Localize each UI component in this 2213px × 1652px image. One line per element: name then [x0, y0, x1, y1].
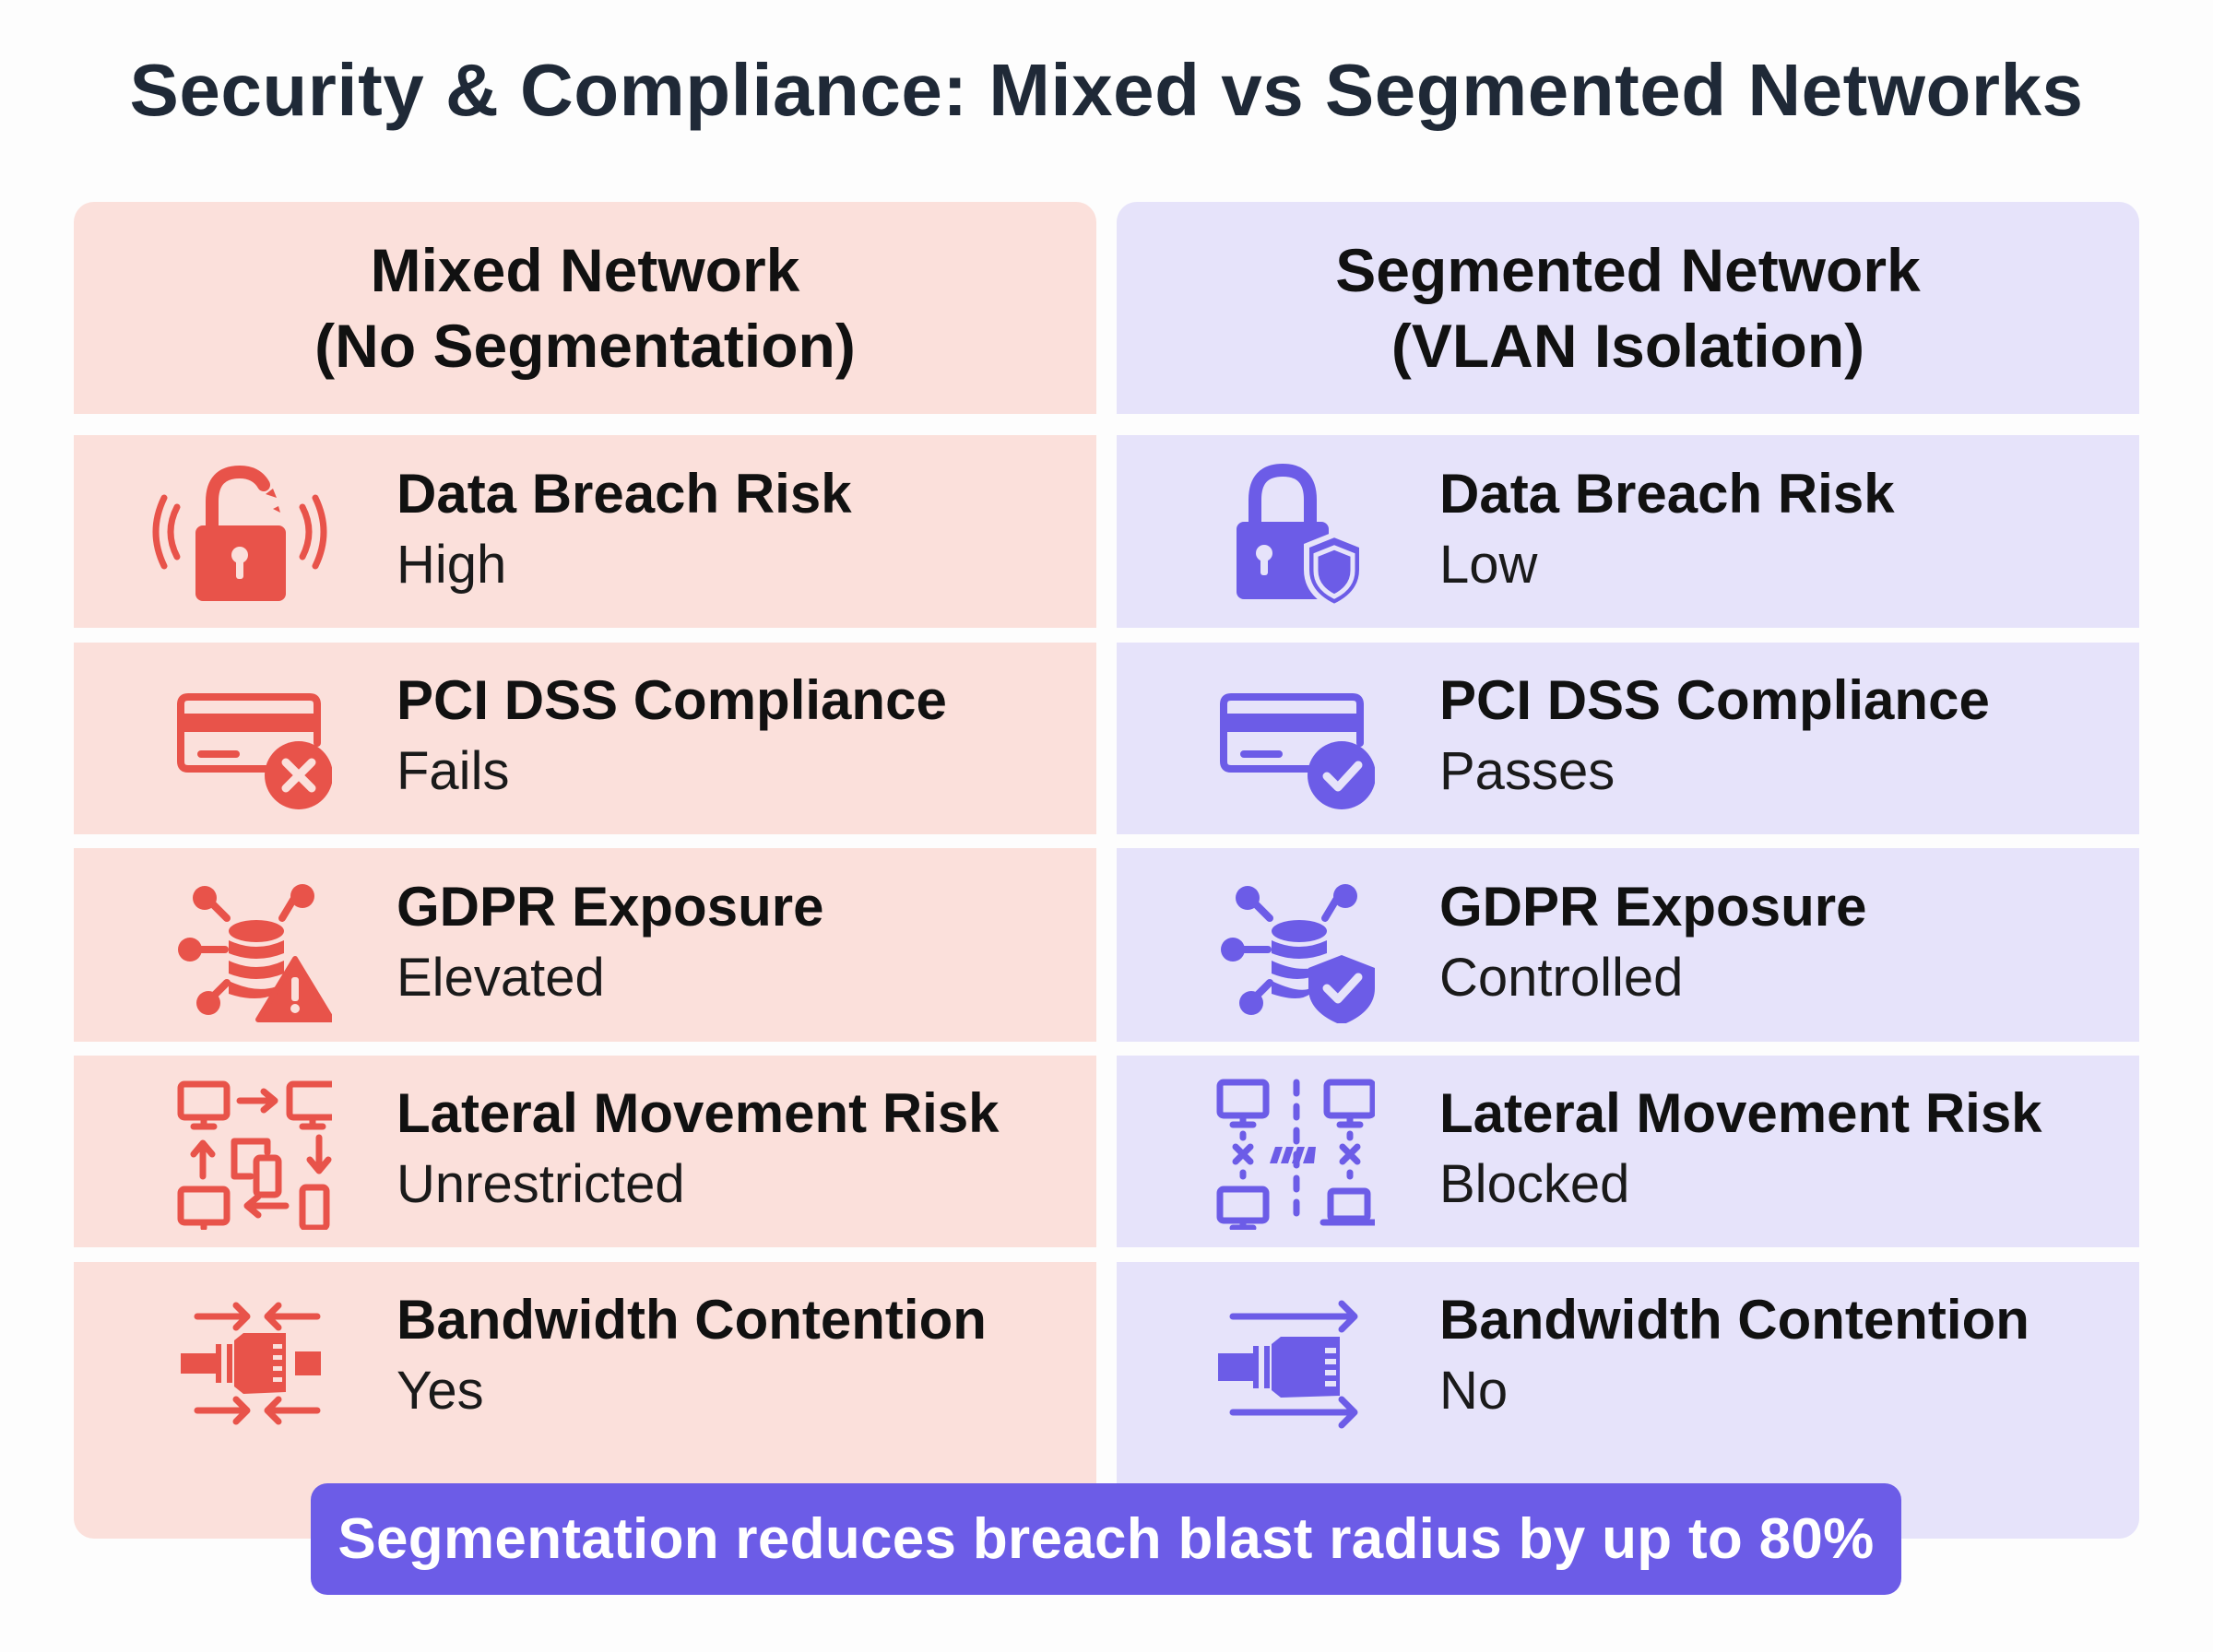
summary-banner: Segmentation reduces breach blast radius…	[311, 1483, 1901, 1595]
row-value: Passes	[1439, 740, 1615, 801]
row-label: Bandwidth Contention	[396, 1288, 987, 1351]
row-value: High	[396, 534, 507, 595]
devices-circular-arrows-icon	[148, 1073, 339, 1232]
row-value: No	[1439, 1360, 1509, 1421]
mixed-network-header: Mixed Network (No Segmentation)	[74, 202, 1096, 414]
summary-banner-text: Segmentation reduces breach blast radius…	[337, 1507, 1875, 1571]
segmented-network-header: Segmented Network (VLAN Isolation)	[1117, 202, 2139, 414]
row-value: Fails	[396, 740, 510, 801]
header-title: Mixed Network	[370, 236, 800, 304]
row-label: Lateral Movement Risk	[396, 1081, 1000, 1144]
ethernet-parallel-arrows-icon	[1190, 1280, 1375, 1436]
database-warning-icon	[148, 867, 335, 1023]
header-subtitle: (VLAN Isolation)	[1391, 312, 1865, 380]
ethernet-converging-arrows-icon	[148, 1280, 332, 1436]
unlocked-padlock-alert-icon	[148, 454, 332, 610]
padlock-shield-icon	[1190, 454, 1375, 610]
devices-isolated-barrier-icon	[1190, 1073, 1379, 1232]
mixed-network-panel: Mixed Network (No Segmentation) Data Bre…	[74, 202, 1096, 1539]
row-label: GDPR Exposure	[1439, 875, 1867, 938]
row-value: Blocked	[1439, 1153, 1630, 1214]
row-label: Lateral Movement Risk	[1439, 1081, 2042, 1144]
database-shield-check-icon	[1190, 867, 1375, 1025]
row-pci-dss-compliance: PCI DSS Compliance Fails	[74, 643, 1096, 834]
credit-card-check-icon	[1190, 660, 1376, 817]
credit-card-x-icon	[148, 660, 333, 817]
page-title: Security & Compliance: Mixed vs Segmente…	[129, 49, 2084, 131]
row-value: Unrestricted	[396, 1153, 685, 1214]
row-label: PCI DSS Compliance	[1439, 668, 1990, 731]
row-lateral-movement-risk: Lateral Movement Risk Blocked	[1117, 1056, 2139, 1247]
header-title: Segmented Network	[1335, 236, 1921, 304]
row-label: PCI DSS Compliance	[396, 668, 947, 731]
row-label: Data Breach Risk	[396, 462, 852, 525]
row-gdpr-exposure: GDPR Exposure Elevated	[74, 848, 1096, 1042]
row-gdpr-exposure: GDPR Exposure Controlled	[1117, 848, 2139, 1042]
row-data-breach-risk: Data Breach Risk Low	[1117, 435, 2139, 628]
header-subtitle: (No Segmentation)	[314, 312, 856, 380]
row-value: Low	[1439, 534, 1538, 595]
row-label: Data Breach Risk	[1439, 462, 1895, 525]
segmented-network-panel: Segmented Network (VLAN Isolation) Data …	[1117, 202, 2139, 1539]
row-data-breach-risk: Data Breach Risk High	[74, 435, 1096, 628]
row-pci-dss-compliance: PCI DSS Compliance Passes	[1117, 643, 2139, 834]
row-value: Controlled	[1439, 947, 1684, 1008]
row-label: Bandwidth Contention	[1439, 1288, 2030, 1351]
row-label: GDPR Exposure	[396, 875, 824, 938]
row-value: Yes	[396, 1360, 484, 1421]
row-value: Elevated	[396, 947, 605, 1008]
row-lateral-movement-risk: Lateral Movement Risk Unrestricted	[74, 1056, 1096, 1247]
